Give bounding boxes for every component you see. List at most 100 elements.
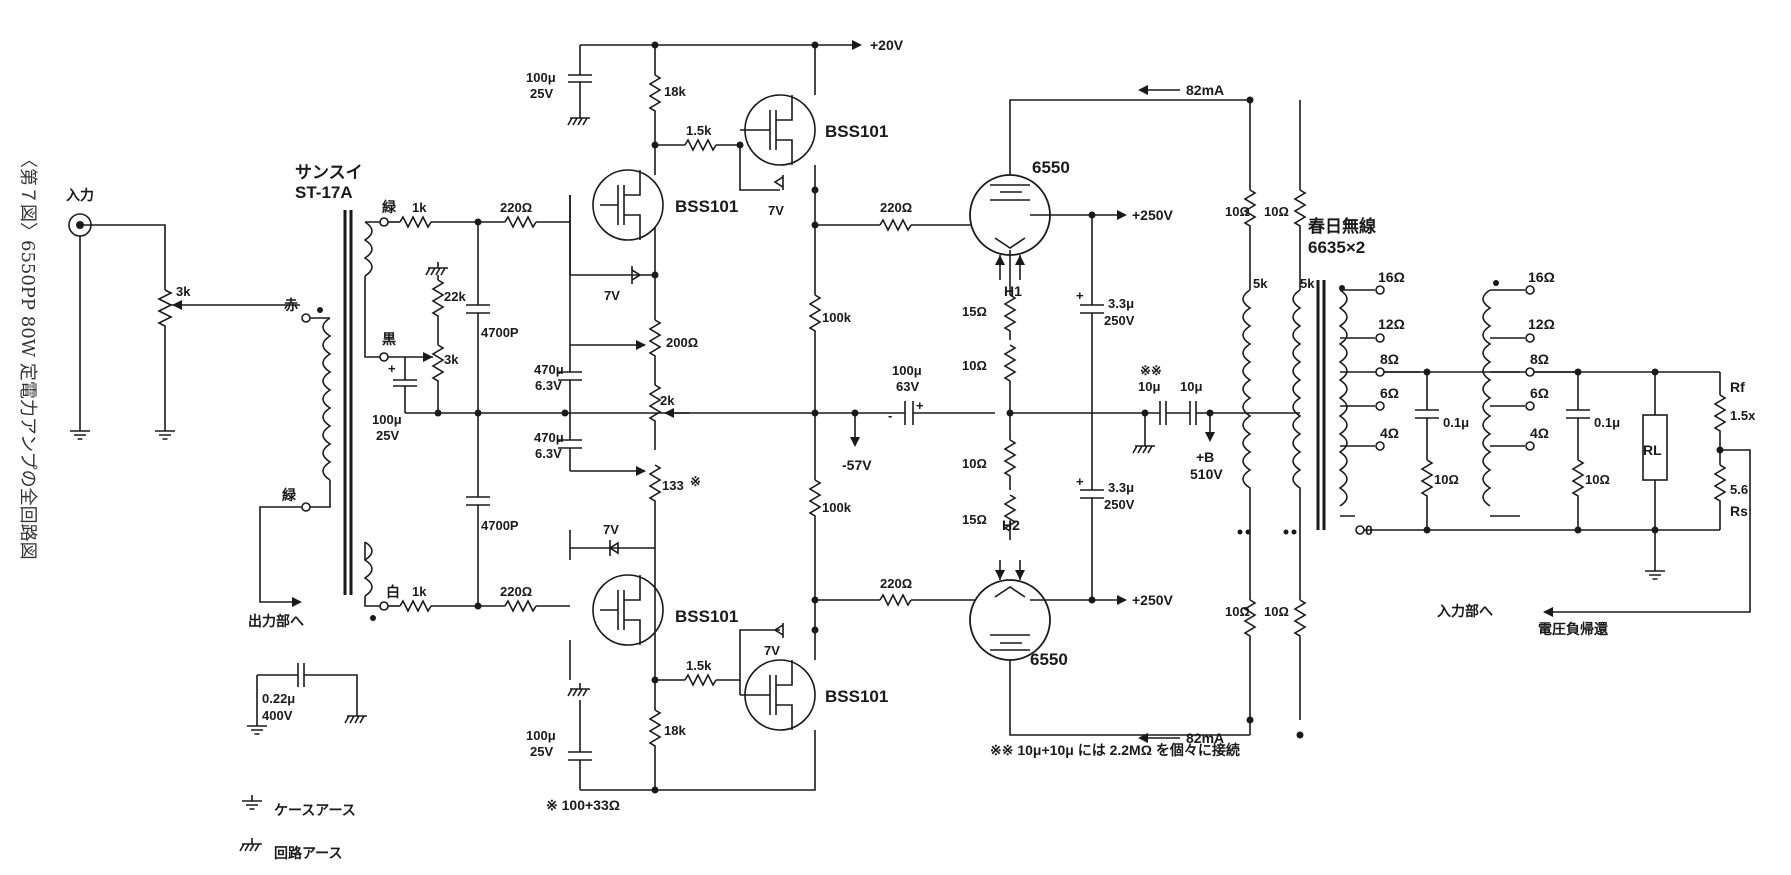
zener-q4 [773,623,784,638]
svg-text:3.3μ: 3.3μ [1108,296,1134,311]
svg-text:400V: 400V [262,708,293,723]
svg-text:※※: ※※ [1140,363,1162,378]
svg-text:250V: 250V [1104,313,1135,328]
svg-text:-: - [888,408,892,423]
fet-q3-icon [592,574,664,646]
r-15-bottom [1003,494,1017,540]
svg-text:+: + [916,398,924,413]
svg-text:200Ω: 200Ω [666,335,698,350]
svg-text:12Ω: 12Ω [1378,316,1405,332]
output-transformer: 春日無線 6635×2 10Ω 10Ω 5k 5k 10Ω 10Ω 16Ω 12… [1225,96,1520,739]
fet-q2-label: BSS101 [825,122,888,141]
svg-text:7V: 7V [768,203,784,218]
r-10-ot-3 [1243,599,1257,645]
tap-white: 白 [386,584,400,600]
svg-text:1k: 1k [412,200,427,215]
svg-text:4Ω: 4Ω [1380,425,1399,441]
it-secondary-top [363,221,373,277]
svg-text:※: ※ [690,474,701,489]
svg-text:470μ: 470μ [534,430,564,445]
volume-value: 3k [176,284,191,299]
svg-text:12Ω: 12Ω [1528,316,1555,332]
svg-text:4700P: 4700P [481,325,519,340]
svg-text:220Ω: 220Ω [880,200,912,215]
svg-text:0.1μ: 0.1μ [1443,415,1469,430]
plus-b-label: +B [1196,449,1214,465]
c-100u-63v [880,401,995,425]
svg-text:4Ω: 4Ω [1530,425,1549,441]
svg-text:1.5k: 1.5k [686,658,712,673]
feedback-to: 入力部へ [1437,603,1493,619]
svg-text:3.3μ: 3.3μ [1108,480,1134,495]
legend: ケースアース 回路アース [239,794,356,861]
r-200 [648,319,662,385]
load-label: RL [1643,442,1662,458]
to-output-label: 出力部へ [248,613,304,629]
input-section: 入力 3k [66,187,300,440]
plus-b-voltage: 510V [1190,466,1223,482]
svg-text:18k: 18k [664,723,686,738]
volume-pot [157,289,173,425]
input-label: 入力 [66,187,94,203]
r-1-5k-top [684,138,717,152]
svg-text:10Ω: 10Ω [1225,204,1250,219]
r-10-ot-2 [1293,189,1307,235]
feedback-label: 電圧負帰還 [1538,621,1609,637]
r-10-ot-4 [1293,599,1307,645]
svg-text:6.3V: 6.3V [535,446,562,461]
drain-network: 220Ω 100k 100k 220Ω -57V 100μ 63V - + [690,200,995,607]
ot-secondary [1338,289,1348,507]
svg-text:+: + [388,361,396,376]
svg-text:0.1μ: 0.1μ [1594,415,1620,430]
svg-text:100μ: 100μ [892,363,922,378]
svg-text:7V: 7V [764,643,780,658]
notes: ※ 100+33Ω ※※ 10μ+10μ には 2.2MΩ を個々に接続 [546,742,1240,813]
svg-text:8Ω: 8Ω [1380,351,1399,367]
r-3k-bias [431,344,445,413]
r-10-bottom [1003,439,1017,490]
svg-text:15Ω: 15Ω [962,304,987,319]
svg-text:4700P: 4700P [481,518,519,533]
it-secondary-bottom [363,541,373,597]
svg-text:5k: 5k [1253,276,1268,291]
svg-text:10Ω: 10Ω [1434,472,1459,487]
fet-q1-icon [592,169,664,241]
svg-text:15Ω: 15Ω [962,512,987,527]
svg-text:8Ω: 8Ω [1530,351,1549,367]
tap-green-in: 緑 [282,487,297,503]
r-133 [648,464,662,530]
r-220-grid-top [879,218,912,232]
r-15-top [1003,294,1017,340]
output-tubes: +250V 6550 H1 +250V 6550 H2 15Ω 10Ω 10Ω … [962,99,1250,736]
zener-q2 [773,175,784,190]
tap-red: 赤 [284,297,298,313]
svg-text:7V: 7V [604,288,620,303]
svg-text:18k: 18k [664,84,686,99]
svg-text:16Ω: 16Ω [1378,269,1405,285]
svg-text:100μ: 100μ [372,412,402,427]
svg-text:10Ω: 10Ω [1585,472,1610,487]
note-1: ※ 100+33Ω [546,797,620,813]
svg-text:25V: 25V [530,86,553,101]
svg-text:1.5x: 1.5x [1730,408,1756,423]
zener-q1 [631,266,642,284]
r-220-top [504,215,537,229]
plate-current-labels: 82mA 82mA [1138,82,1224,746]
it-model: ST-17A [295,183,353,202]
r-100k-top [808,294,822,345]
tube-v2-label: 6550 [1030,650,1068,669]
ot-primary-left [1242,289,1252,545]
svg-text:25V: 25V [376,428,399,443]
r-10-ot-1 [1243,189,1257,235]
r-1-5k-bottom [684,673,717,687]
r-rf [1713,394,1727,435]
plus-250v-bottom: +250V [1132,592,1174,608]
svg-text:10Ω: 10Ω [1264,204,1289,219]
fet-q1-label: BSS101 [675,197,738,216]
tube-v1-label: 6550 [1032,158,1070,177]
ot-model: 6635×2 [1308,238,1365,257]
svg-text:100μ: 100μ [526,728,556,743]
r-1k-bottom [399,599,432,613]
ot-brand: 春日無線 [1308,216,1376,236]
caption-text: 〈第７図〉6550PP 80W 定電力アンプの全回路図 [17,150,38,560]
